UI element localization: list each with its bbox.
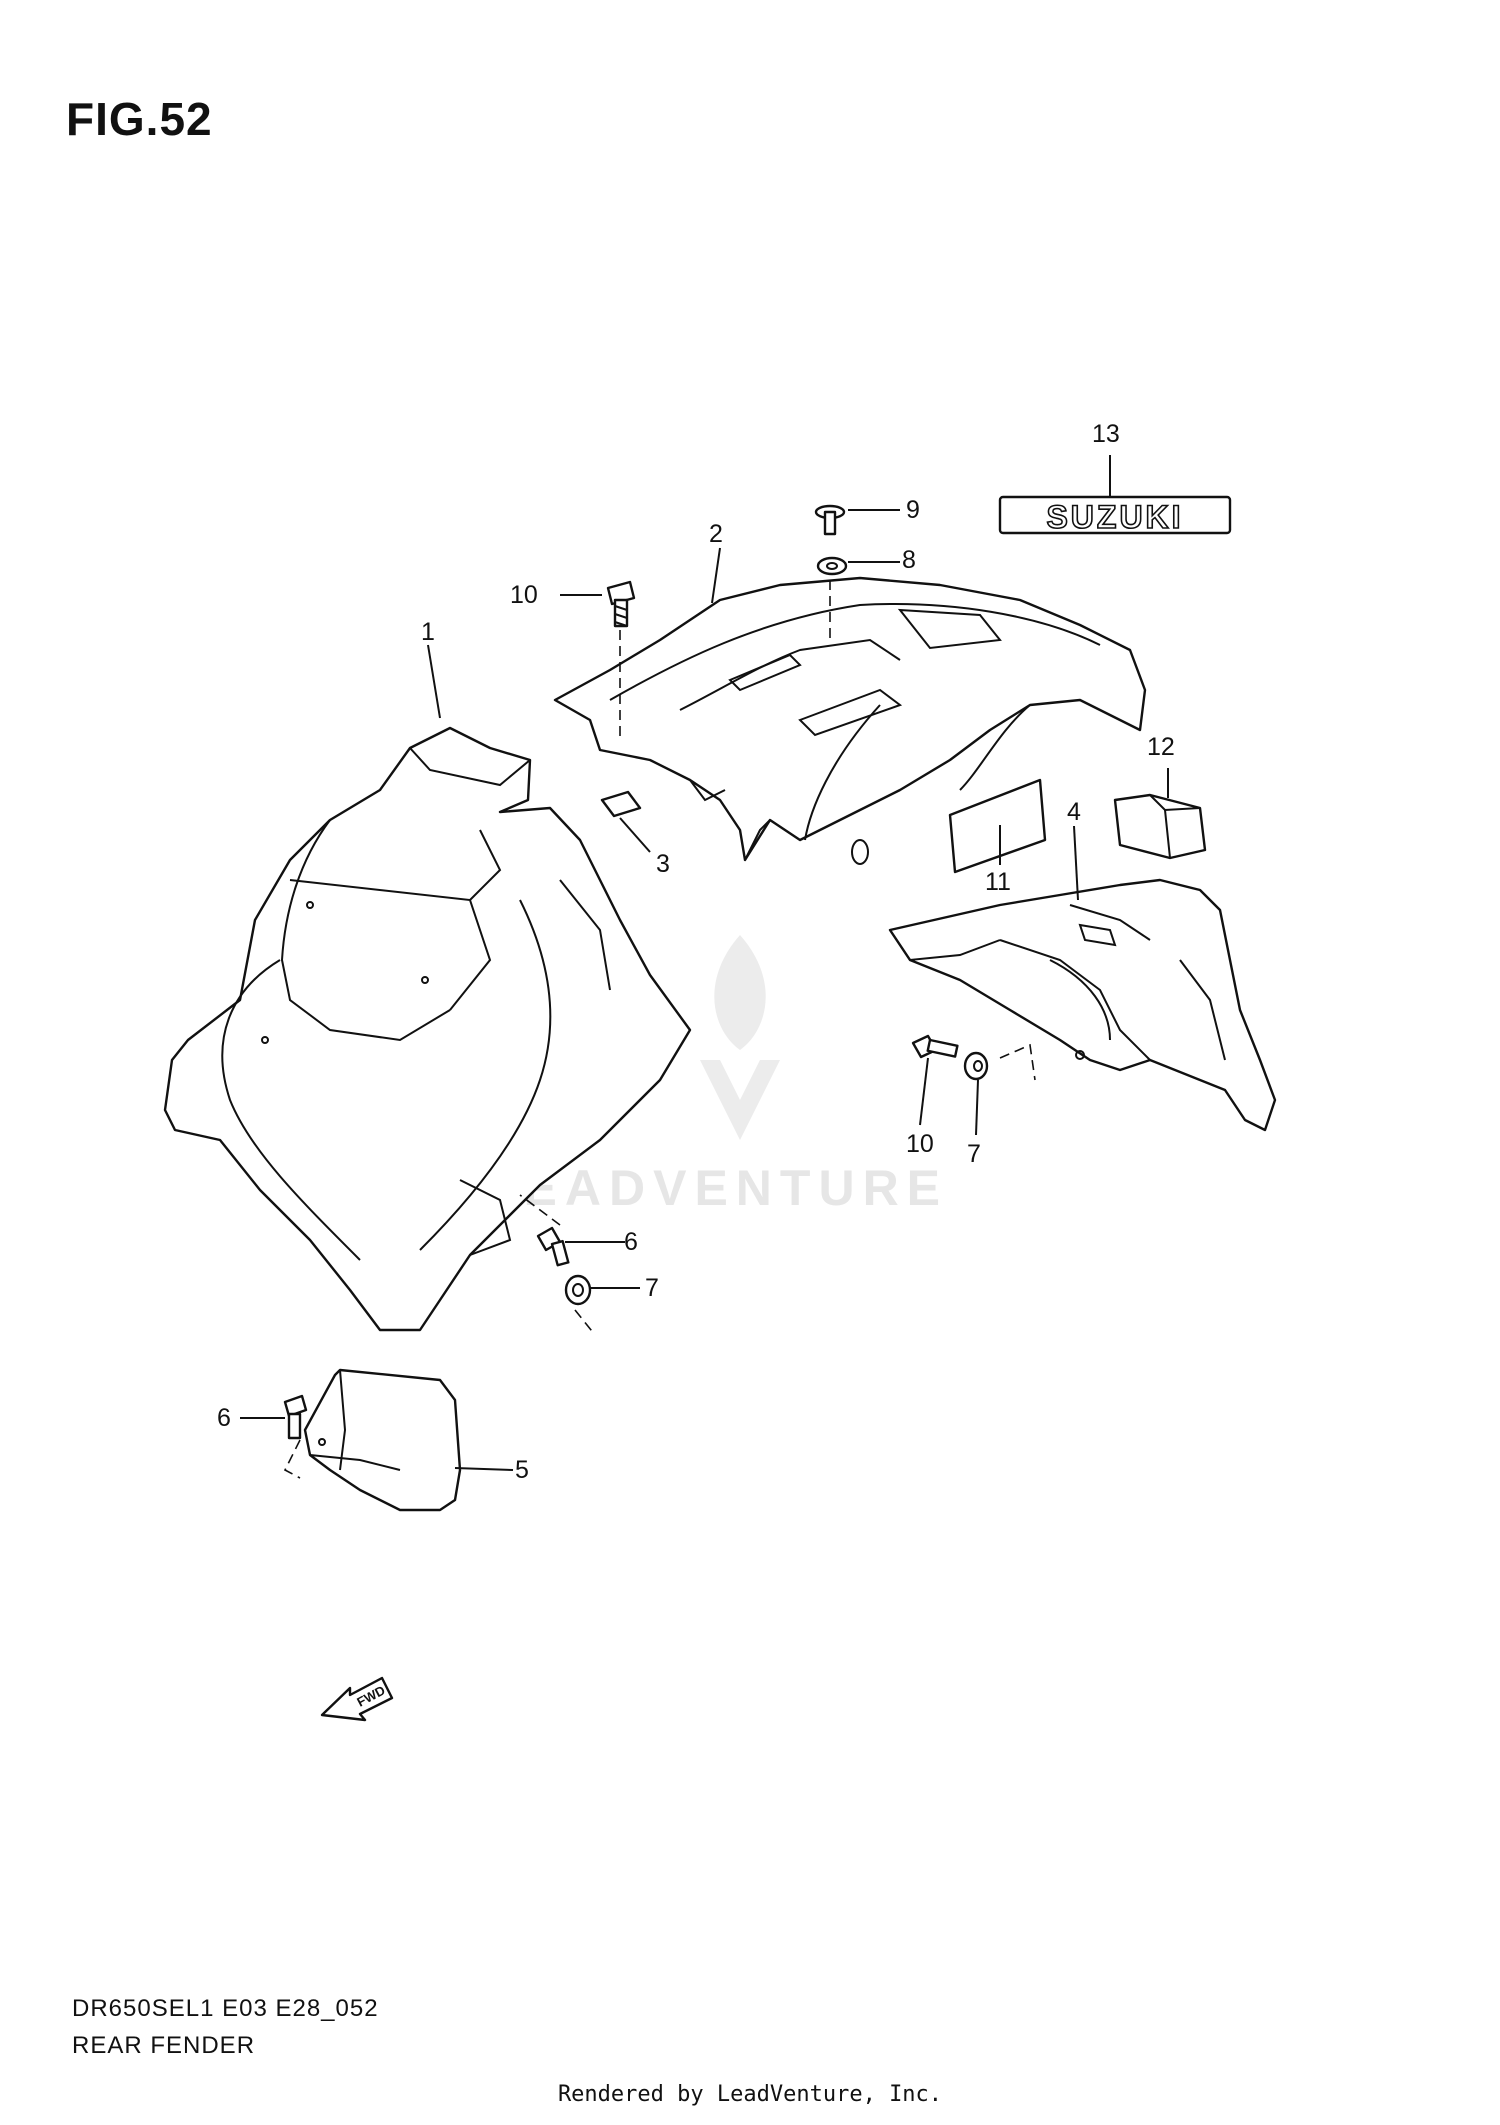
- part-5-cover[interactable]: [303, 1368, 462, 1512]
- part-13-emblem[interactable]: SUZUKI: [998, 495, 1232, 536]
- callout-13: 13: [1092, 420, 1120, 448]
- callout-10-lower: 10: [906, 1130, 934, 1158]
- part-11-reflector[interactable]: [948, 778, 1047, 874]
- part-6-bolt-mid[interactable]: [536, 1226, 570, 1267]
- part-8-washer[interactable]: [816, 556, 848, 576]
- leader-lines: [240, 455, 1169, 1471]
- figure-title: FIG.52: [66, 93, 213, 145]
- part-10-bolt-lower[interactable]: [911, 1034, 959, 1059]
- callout-6-lower: 6: [217, 1404, 231, 1432]
- callout-5: 5: [515, 1456, 529, 1484]
- part-1-inner-fender[interactable]: [163, 726, 692, 1332]
- part-6-bolt-lower[interactable]: [283, 1394, 308, 1440]
- callout-7-lower: 7: [967, 1140, 981, 1168]
- callout-labels: 1 2 3 4 5 6 6 7 7 8 9 10 10 11 12 13: [217, 420, 1175, 1484]
- part-4-bracket[interactable]: [888, 878, 1277, 1132]
- callout-12: 12: [1147, 733, 1175, 761]
- rendered-by-footer: Rendered by LeadVenture, Inc.: [557, 2082, 943, 2107]
- part-3-nut[interactable]: [600, 790, 642, 818]
- assembly-lines: [283, 580, 1036, 1479]
- callout-8: 8: [902, 546, 916, 574]
- callout-9: 9: [906, 496, 920, 524]
- part-7-nut-lower[interactable]: [963, 1051, 989, 1081]
- callout-11: 11: [985, 868, 1011, 896]
- callout-2: 2: [709, 520, 723, 548]
- part-12-reflector[interactable]: [1113, 793, 1207, 860]
- part-9-screw[interactable]: [814, 504, 846, 536]
- part-2-rear-fender[interactable]: [553, 576, 1147, 865]
- callout-3: 3: [656, 850, 670, 878]
- callout-6-mid: 6: [624, 1228, 638, 1256]
- model-code: DR650SEL1 E03 E28_052: [72, 1995, 379, 2022]
- callout-4: 4: [1067, 798, 1081, 826]
- emblem-text: SUZUKI: [1046, 499, 1183, 535]
- part-7-nut-mid[interactable]: [564, 1274, 592, 1306]
- part-10-bolt-top[interactable]: [606, 580, 636, 628]
- figure-name: REAR FENDER: [72, 2032, 256, 2059]
- callout-10-top: 10: [510, 581, 538, 609]
- callout-7-mid: 7: [645, 1274, 659, 1302]
- fwd-arrow-icon: FWD: [320, 1676, 394, 1722]
- callout-1: 1: [421, 618, 435, 646]
